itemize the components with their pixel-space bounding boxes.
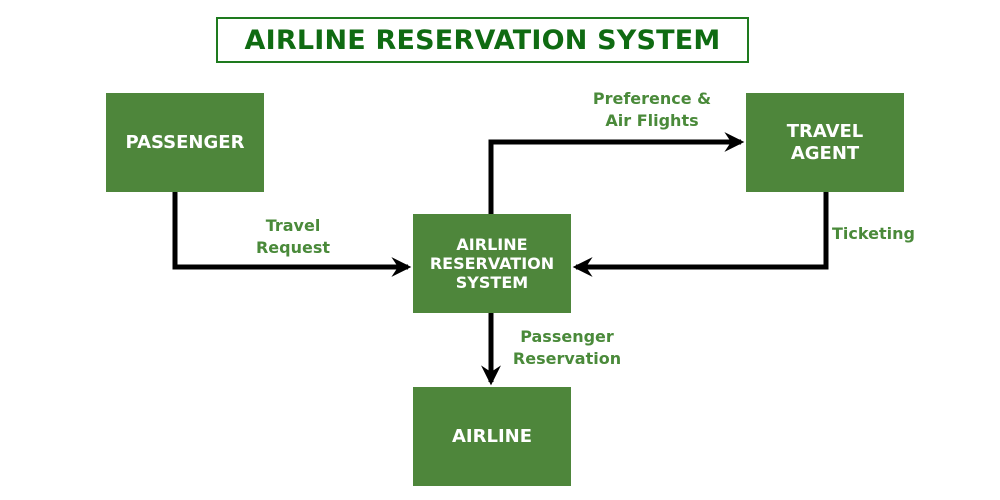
diagram-title: AIRLINE RESERVATION SYSTEM: [244, 24, 721, 56]
node-passenger-label: PASSENGER: [125, 131, 245, 153]
node-airline: AIRLINE: [413, 387, 571, 486]
diagram-title-box: AIRLINE RESERVATION SYSTEM: [216, 17, 749, 63]
node-agent-label-line-2: AGENT: [790, 142, 860, 164]
node-airline-reservation-system: AIRLINE RESERVATION SYSTEM: [413, 214, 571, 313]
edge-label-travel-request: Travel Request: [246, 215, 340, 260]
edge-label-line: Ticketing: [832, 224, 915, 243]
edge-label-line: Request: [255, 238, 331, 258]
edge-label-ticketing: Ticketing: [832, 223, 915, 245]
edge-preference-air-flights: [488, 132, 745, 214]
edge-label-line: Preference &: [592, 89, 712, 108]
node-agent-label-line-1: TRAVEL: [786, 120, 864, 142]
edge-label-passenger-reservation: Passenger Reservation: [505, 326, 629, 371]
edge-label-line: Reservation: [512, 349, 622, 369]
node-ars-label-line-3: SYSTEM: [455, 273, 529, 293]
node-airline-label: AIRLINE: [451, 425, 532, 447]
edge-ticketing: [572, 192, 829, 277]
edge-label-line: Air Flights: [605, 111, 699, 131]
edge-label-line: Travel: [265, 216, 321, 235]
node-ars-label-line-2: RESERVATION: [429, 253, 555, 273]
edge-label-line: Passenger: [520, 327, 614, 346]
node-passenger: PASSENGER: [106, 93, 264, 192]
node-ars-label-line-1: AIRLINE: [456, 234, 528, 254]
edge-label-preference-air-flights: Preference & Air Flights: [582, 88, 722, 133]
node-travel-agent: TRAVEL AGENT: [746, 93, 904, 192]
edge-travel-request: [172, 192, 412, 277]
